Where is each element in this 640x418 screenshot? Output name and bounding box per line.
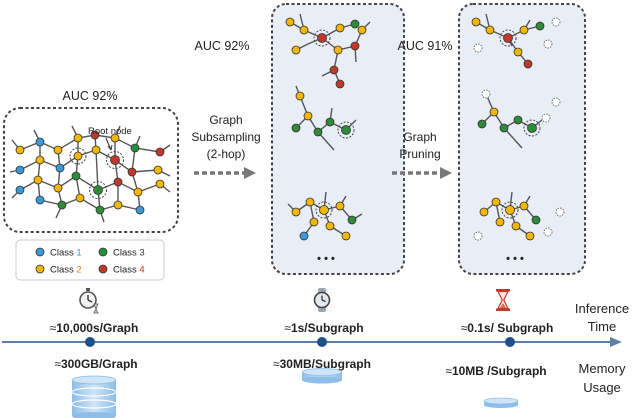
database-icon-medium (301, 368, 343, 384)
legend-label-class-4: Class 4 (113, 265, 145, 276)
axis-marker-subgraph (317, 337, 327, 347)
legend-marker-class-2 (35, 264, 45, 274)
memory-metric-subgraph: ≈30MB/Subgraph (273, 357, 371, 371)
watch-icon (313, 288, 331, 312)
memory-usage-label-line2: Usage (583, 380, 621, 395)
legend-num-class-2: 2 (76, 265, 81, 276)
resource-axis (2, 337, 622, 347)
time-metric-pruned: ≈0.1s/ Subgraph (461, 321, 554, 335)
memory-metric-graph: ≈300GB/Graph (54, 357, 137, 371)
legend-marker-class-4 (98, 264, 108, 274)
stopwatch-icon (79, 288, 99, 314)
pruning-label-line2: Pruning (399, 147, 440, 161)
legend-label-class-2: Class 2 (50, 265, 82, 276)
subgraph-3 (287, 191, 363, 241)
subsampling-label-line3: (2-hop) (207, 147, 246, 161)
inference-time-label-line2: Time (588, 319, 616, 334)
root-node-ring (106, 151, 124, 169)
axis-marker-graph (85, 337, 95, 347)
subsampling-arrow (194, 167, 256, 179)
inference-time-label-line1: Inference (575, 301, 629, 316)
legend-marker-class-1 (35, 247, 45, 257)
legend-num-class-3: 3 (139, 248, 144, 259)
full-graph-auc: AUC 92% (63, 89, 118, 103)
full-graph: Root node (9, 125, 171, 223)
legend-label-class-3: Class 3 (113, 248, 145, 259)
subgraph-ellipsis: • • • (317, 253, 335, 265)
pruned-ellipsis: • • • (506, 253, 524, 265)
database-icon-large (71, 375, 117, 418)
hourglass-icon (496, 289, 510, 311)
pruned-subgraph-3 (473, 191, 565, 241)
memory-usage-label-line1: Memory (579, 361, 626, 376)
pruned-subgraph-2 (477, 89, 561, 149)
pruned-auc: AUC 91% (398, 39, 453, 53)
class-legend: Class 1 Class 3 Class 2 Class 4 (15, 239, 165, 281)
legend-num-class-4: 4 (139, 265, 144, 276)
subsampling-label-line1: Graph (209, 113, 242, 127)
time-metric-graph: ≈10,000s/Graph (50, 321, 139, 335)
legend-num-class-1: 1 (76, 248, 81, 259)
pruning-label-line1: Graph (403, 130, 436, 144)
legend-label-class-1: Class 1 (50, 248, 82, 259)
memory-metric-pruned: ≈10MB /Subgraph (445, 364, 546, 378)
pruned-subgraph-1 (471, 13, 561, 69)
time-metric-subgraph: ≈1s/Subgraph (284, 321, 363, 335)
subsampling-label-line2: Subsampling (191, 130, 260, 144)
database-icon-small (483, 397, 519, 408)
legend-marker-class-3 (98, 247, 108, 257)
pruning-arrow (392, 167, 452, 179)
subgraph-2 (291, 85, 357, 151)
axis-marker-pruned (505, 337, 515, 347)
root-node-label: Root node (88, 126, 132, 137)
subgraph-panel (271, 3, 405, 275)
subgraph-1 (285, 13, 371, 89)
subgraph-auc: AUC 92% (195, 39, 250, 53)
